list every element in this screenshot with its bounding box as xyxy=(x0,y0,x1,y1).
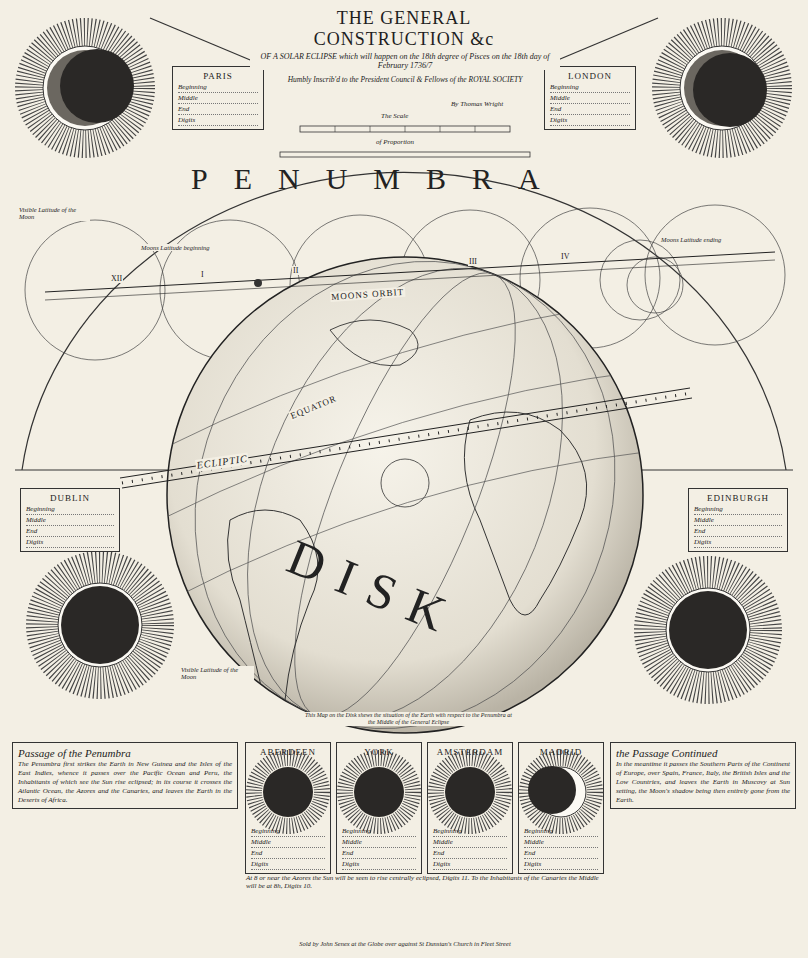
heading: MADRID xyxy=(524,746,598,758)
map-label: Sold by John Senex at the Globe over aga… xyxy=(12,940,798,947)
heading: LONDON xyxy=(550,70,630,82)
heading: YORK xyxy=(342,746,416,758)
table-row: Digits xyxy=(550,115,630,126)
heading: AMSTERDAM xyxy=(433,746,507,758)
table-row: Beginning xyxy=(251,826,325,837)
sun-figure xyxy=(29,32,141,144)
body-text: The Penumbra first strikes the Earth in … xyxy=(18,760,232,805)
map-label: The Scale xyxy=(380,112,409,120)
heading: PARIS xyxy=(178,70,258,82)
figure-space xyxy=(251,758,325,826)
table-row: Digits xyxy=(433,859,507,870)
table-row: End xyxy=(26,526,114,537)
table-row: Beginning xyxy=(524,826,598,837)
table-row: Digits xyxy=(694,537,782,548)
body-text: In the meantime it passes the Southern P… xyxy=(616,760,790,805)
table-row: Digits xyxy=(178,115,258,126)
city-eclipse-panel: MADRID BeginningMiddleEndDigits xyxy=(518,742,604,874)
map-label: I xyxy=(200,270,205,279)
city-table: LONDONBeginningMiddleEndDigits xyxy=(544,66,636,130)
table-row: Middle xyxy=(342,837,416,848)
table-row: Digits xyxy=(342,859,416,870)
city-eclipse-panel: ABERDEEN BeginningMiddleEndDigits xyxy=(245,742,331,874)
table-row: Middle xyxy=(26,515,114,526)
table-row: End xyxy=(694,526,782,537)
heading: the Passage Continued xyxy=(616,746,790,760)
figure-space xyxy=(524,758,598,826)
table-row: End xyxy=(550,104,630,115)
figure-space xyxy=(342,758,416,826)
table-row: Middle xyxy=(178,93,258,104)
figure-space xyxy=(433,758,507,826)
map-label: This Map on the Disk shews the situation… xyxy=(300,712,517,726)
map-label: II xyxy=(292,266,299,275)
table-row: Beginning xyxy=(342,826,416,837)
map-label: III xyxy=(468,257,478,266)
map-label: of Proportion xyxy=(375,138,415,146)
heading: ABERDEEN xyxy=(251,746,325,758)
table-row: Beginning xyxy=(550,82,630,93)
map-label: Moons Latitude ending xyxy=(660,236,722,243)
map-label: At 8 or near the Azores the Sun will be … xyxy=(245,874,605,890)
heading: EDINBURGH xyxy=(694,492,782,504)
table-row: Beginning xyxy=(26,504,114,515)
map-label: IV xyxy=(560,252,570,261)
table-row: End xyxy=(433,848,507,859)
map-label: XII xyxy=(110,274,123,283)
table-row: Digits xyxy=(251,859,325,870)
table-row: Middle xyxy=(251,837,325,848)
table-row: End xyxy=(342,848,416,859)
table-row: Beginning xyxy=(433,826,507,837)
map-label: By Thomas Wright xyxy=(450,100,504,108)
table-row: End xyxy=(178,104,258,115)
table-row: Beginning xyxy=(694,504,782,515)
table-row: End xyxy=(251,848,325,859)
table-row: Digits xyxy=(524,859,598,870)
table-row: Digits xyxy=(26,537,114,548)
table-row: End xyxy=(524,848,598,859)
map-label: OF A SOLAR ECLIPSE which will happen on … xyxy=(250,52,560,70)
title: THE GENERAL CONSTRUCTION &c xyxy=(294,8,514,50)
heading: Passage of the Penumbra xyxy=(18,746,232,760)
city-table: PARISBeginningMiddleEndDigits xyxy=(172,66,264,130)
map-label: Visible Latitude of the Moon xyxy=(18,206,90,221)
table-row: Beginning xyxy=(178,82,258,93)
city-eclipse-panel: YORK BeginningMiddleEndDigits xyxy=(336,742,422,874)
table-row: Middle xyxy=(694,515,782,526)
text-panel: Passage of the PenumbraThe Penumbra firs… xyxy=(12,742,238,809)
map-label: Humbly Inscrib'd to the President Counci… xyxy=(270,76,540,85)
table-row: Middle xyxy=(524,837,598,848)
heading: DUBLIN xyxy=(26,492,114,504)
table-row: Middle xyxy=(550,93,630,104)
city-table: EDINBURGHBeginningMiddleEndDigits xyxy=(688,488,788,552)
table-row: Middle xyxy=(433,837,507,848)
city-table: DUBLINBeginningMiddleEndDigits xyxy=(20,488,120,552)
map-label: Visible Latitude of the Moon xyxy=(180,666,254,681)
map-label: Moons Latitude beginning xyxy=(140,244,211,251)
city-eclipse-panel: AMSTERDAM BeginningMiddleEndDigits xyxy=(427,742,513,874)
text-panel: the Passage ContinuedIn the meantime it … xyxy=(610,742,796,809)
region-label: PENUMBRA xyxy=(190,162,567,197)
